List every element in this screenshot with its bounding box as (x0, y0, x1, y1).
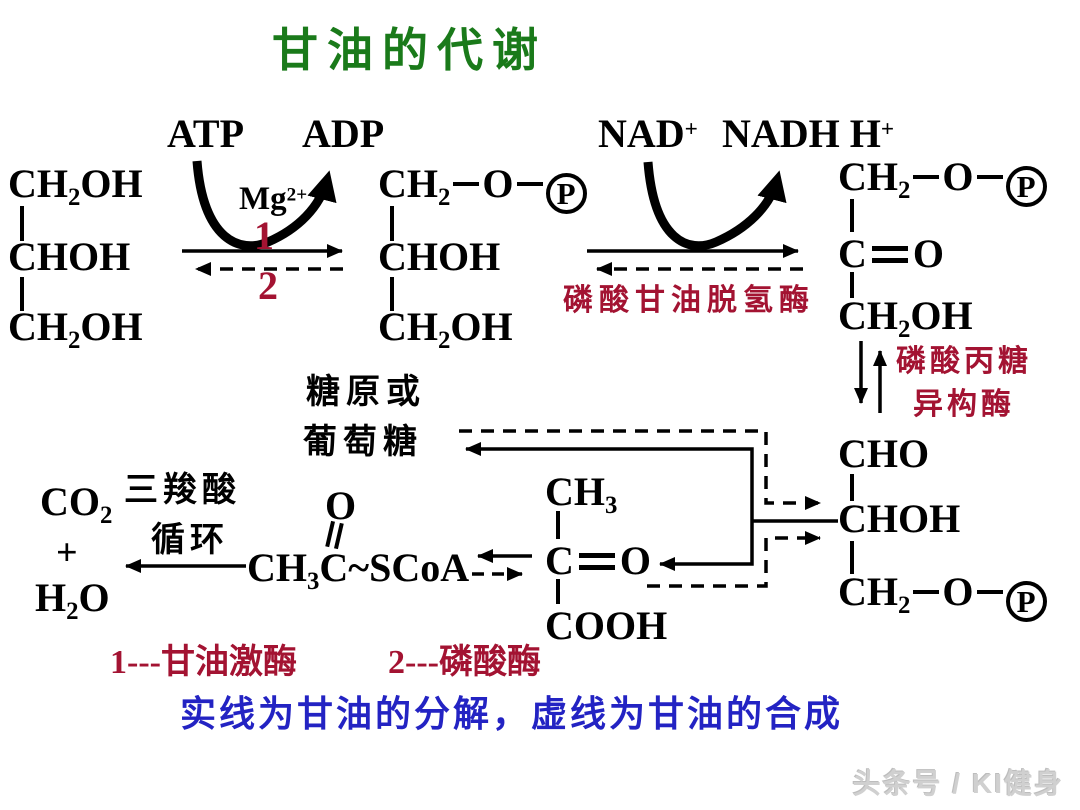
adp-label: ADP (302, 111, 385, 156)
atp-label: ATP (167, 111, 245, 156)
pyruvate-row3: COOH (545, 603, 668, 648)
page-title: 甘油的代谢 (272, 24, 547, 76)
gap-row1: CHO (838, 431, 930, 476)
glucose-to-gap-dashed-arrow (459, 429, 821, 510)
plus-sign: + (56, 532, 78, 574)
isomerase-enzyme-label-line1: 磷酸丙糖 (896, 345, 1032, 378)
glycerol-row3: CH2OH (8, 304, 143, 354)
h2o-label: H2O (35, 575, 110, 625)
dhap-bond1 (850, 199, 854, 232)
acetylcoa-main: CH3C~SCoA (247, 545, 470, 595)
reaction2-number: 2 (258, 263, 278, 308)
nad-label: NAD+ (598, 111, 698, 156)
pyruvate-row1: CH3 (545, 469, 618, 519)
pyruvate-to-gap-dashed-arrow (647, 531, 821, 588)
glycerol3p-row2: CHOH (378, 234, 501, 279)
glycerol3p-bond1 (390, 206, 394, 241)
glycerol-row2: CHOH (8, 234, 131, 279)
glycerol-bond2 (20, 277, 24, 311)
glycogen-label-line2: 葡萄糖 (303, 423, 423, 461)
gap-row2: CHOH (838, 496, 961, 541)
legend-phosphatase: 2---磷酸酶 (388, 644, 541, 681)
gap-to-glucose-solid-arrow (465, 442, 754, 521)
tca-label-line2: 循环 (151, 521, 229, 559)
pyruvate-bond1 (556, 511, 560, 539)
glycerol-row1: CH2OH (8, 161, 143, 211)
mg-catalyst-label: Mg2+ (239, 181, 308, 217)
legend-glycerol-kinase: 1---甘油激酶 (110, 644, 297, 681)
reaction1-number: 1 (254, 213, 274, 258)
co2-label: CO2 (40, 479, 113, 529)
acetylcoa-oxygen: O (325, 483, 357, 528)
gap-to-pyruvate-solid-arrow (659, 521, 754, 571)
glycerol-bond1 (20, 206, 24, 241)
caption-line-legend: 实线为甘油的分解，虚线为甘油的合成 (180, 693, 844, 734)
dhap-bond2 (850, 272, 854, 298)
gap-bond1 (850, 474, 854, 501)
dhap-row3: CH2OH (838, 293, 973, 343)
pyruvate-bond2 (556, 579, 560, 604)
glycerol3p-row3: CH2OH (378, 304, 513, 354)
dehydrogenase-enzyme-label: 磷酸甘油脱氢酶 (563, 284, 815, 317)
gap-bond2 (850, 541, 854, 574)
watermark: 头条号 / KI健身 (852, 768, 1064, 799)
tca-label-line1: 三羧酸 (124, 471, 241, 509)
isomerase-enzyme-label-line2: 异构酶 (913, 388, 1015, 421)
glycogen-label-line1: 糖原或 (306, 373, 426, 411)
glycerol3p-bond2 (390, 277, 394, 311)
nadh-label: NADH H+ (722, 111, 895, 156)
atp-adp-curved-arrow (192, 160, 337, 251)
nad-nadh-curved-arrow (643, 161, 787, 251)
